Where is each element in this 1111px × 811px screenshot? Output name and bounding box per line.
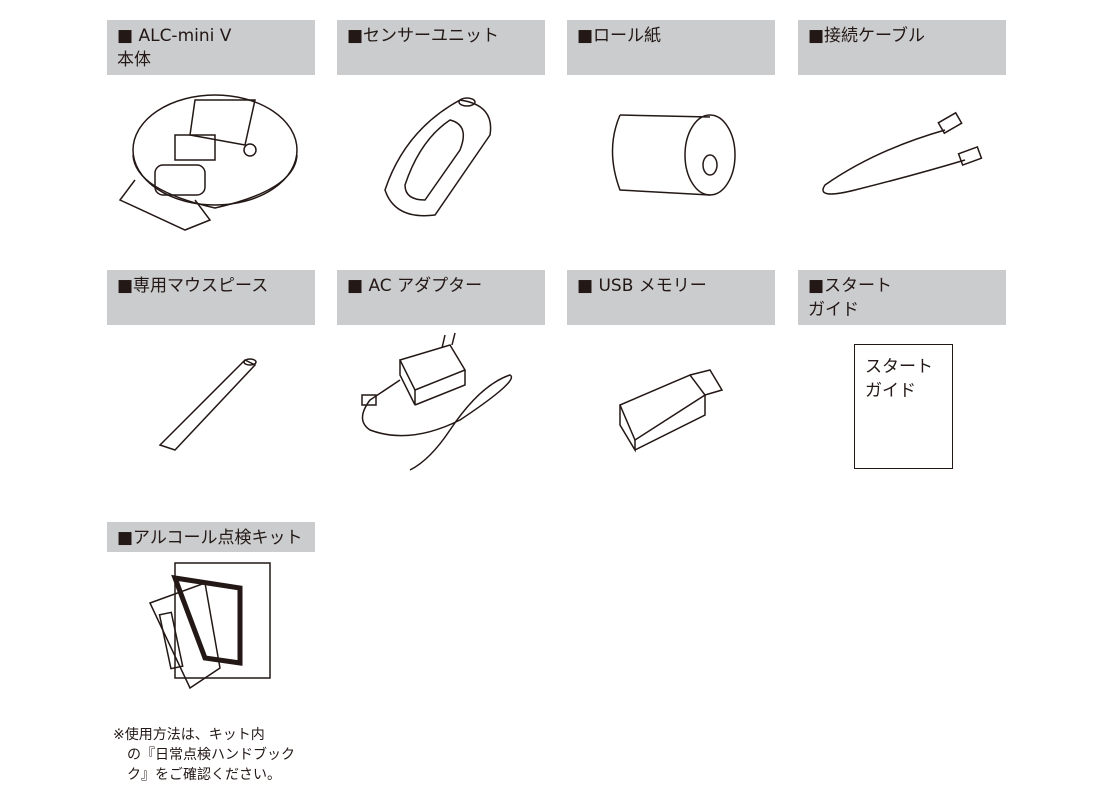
connection-cable-illustration bbox=[822, 111, 983, 195]
main-unit-illustration bbox=[118, 94, 298, 231]
item-label-start-guide: ■スタート ガイド bbox=[798, 270, 1006, 325]
item-label-mouthpiece: ■専用マウスピース bbox=[107, 270, 315, 325]
sensor-unit-illustration bbox=[384, 97, 492, 217]
usage-note: ※使用方法は、キット内 の『日常点検ハンドブック ク』をご確認ください。 bbox=[113, 727, 295, 783]
item-label-usb-memory: ■ USB メモリー bbox=[567, 270, 775, 325]
roll-paper-illustration bbox=[611, 114, 736, 196]
item-label-check-kit: ■アルコール点検キット bbox=[107, 522, 315, 552]
mouthpiece-illustration bbox=[158, 358, 257, 451]
check-kit-illustration bbox=[148, 562, 271, 690]
item-label-ac-adapter: ■ AC アダプター bbox=[337, 270, 545, 325]
item-label-sensor-unit: ■センサーユニット bbox=[337, 20, 545, 75]
start-guide-booklet: スタート ガイド bbox=[854, 344, 953, 469]
item-label-cable: ■接続ケーブル bbox=[798, 20, 1006, 75]
ac-adapter-illustration bbox=[361, 332, 513, 471]
item-label-roll-paper: ■ロール紙 bbox=[567, 20, 775, 75]
item-label-main-unit: ■ ALC-mini Ⅴ 本体 bbox=[107, 20, 315, 75]
usb-memory-illustration bbox=[619, 369, 724, 453]
